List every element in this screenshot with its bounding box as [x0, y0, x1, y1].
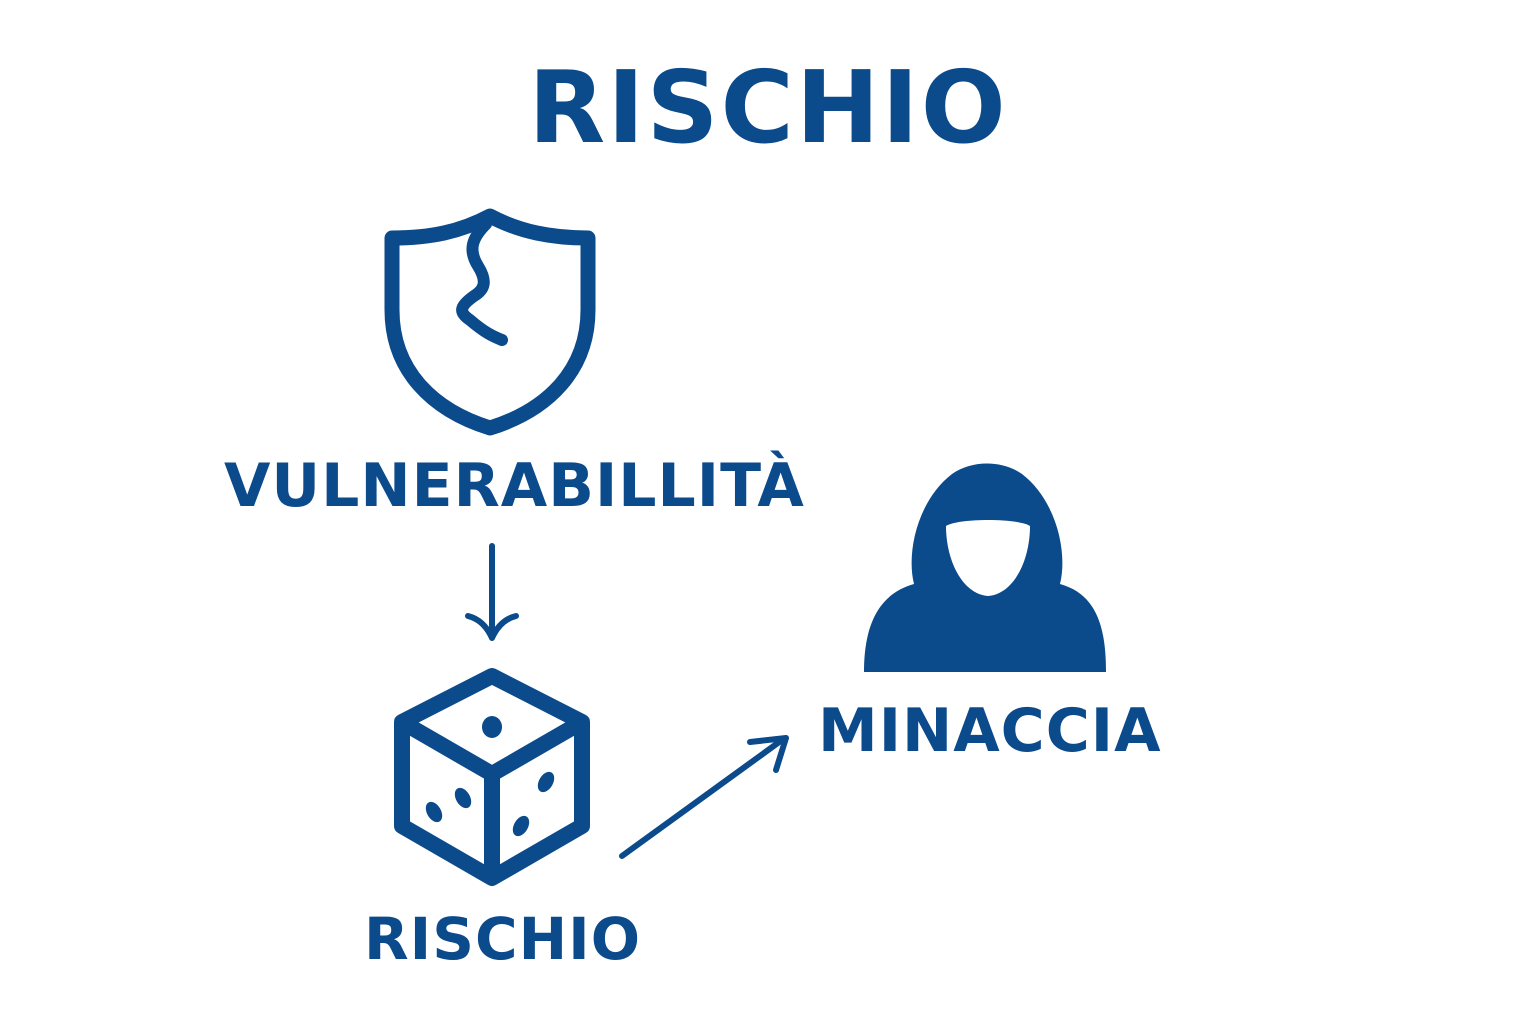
page-title: RISCHIO: [528, 49, 1008, 166]
arrow-down-icon: [465, 543, 519, 641]
threat-label: MINACCIA: [818, 696, 1162, 766]
risk-label: RISCHIO: [364, 905, 642, 973]
vulnerability-label: VULNERABILLITÀ: [224, 451, 805, 521]
hooded-figure-icon: [864, 463, 1106, 672]
cracked-shield-icon: [384, 208, 596, 436]
arrow-up-right-icon: [619, 735, 789, 859]
dice-icon: [394, 668, 590, 886]
